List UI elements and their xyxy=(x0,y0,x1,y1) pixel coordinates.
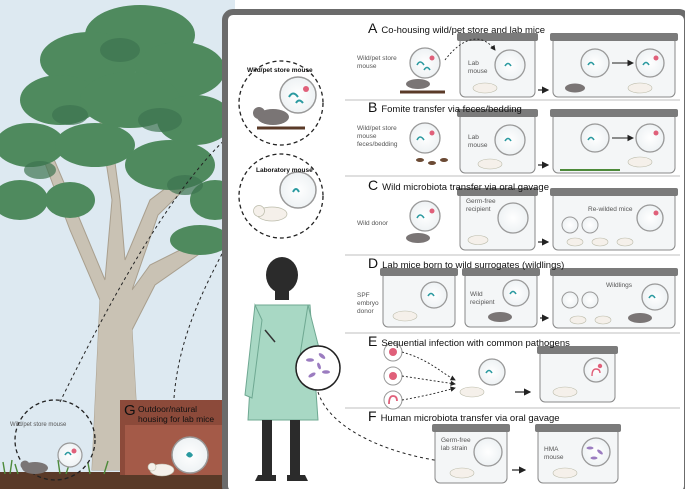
panel-b-graphics xyxy=(409,109,678,174)
panel-d-letter: D xyxy=(368,255,379,271)
panel-d-result-label: Wildlings xyxy=(606,282,633,289)
panel-e-graphics xyxy=(383,342,618,410)
panel-a-graphics xyxy=(400,33,678,98)
panel-d-graphics xyxy=(380,268,678,329)
scientist-to-panel-f-arrow xyxy=(317,391,449,465)
panel-b-source-label: Wild/pet store mouse feces/bedding xyxy=(357,125,398,148)
panel-f-result-label: HMA mouse xyxy=(544,446,564,461)
panel-a-letter: A xyxy=(368,20,378,36)
scientist-figure xyxy=(244,257,323,481)
panel-e-letter: E xyxy=(368,333,378,349)
panel-g-letter: G xyxy=(124,402,136,419)
panel-b-letter: B xyxy=(368,99,378,115)
panel-c-result-label: Re-wilded mice xyxy=(588,206,633,213)
magnifier-icon xyxy=(279,76,317,114)
bottom-wild-mouse-label: Wild/pet store mouse xyxy=(10,422,67,428)
wild-mouse-dashed-circle xyxy=(14,399,96,481)
panel-d-source-label: SPF embryo donor xyxy=(357,292,379,315)
magnifier-icon xyxy=(57,442,83,468)
panel-f-graphics xyxy=(432,424,621,484)
panel-g-title: Outdoor/natural housing for lab mice xyxy=(138,404,215,424)
panel-d-target-label: Wild recipient xyxy=(470,291,495,306)
wild-pet-store-mouse-label: Wild/pet store mouse xyxy=(247,67,313,74)
panel-f-target-label: Germ-free lab strain xyxy=(441,437,471,452)
tree xyxy=(0,5,240,471)
panel-a-target-label: Lab mouse xyxy=(468,60,488,75)
microbe-dish-circle xyxy=(295,345,341,391)
panel-c-letter: C xyxy=(368,177,379,193)
panel-separators xyxy=(345,99,680,409)
panel-c-source-label: Wild donor xyxy=(357,220,389,227)
panel-c-graphics xyxy=(406,188,678,251)
panel-a-source-label: Wild/pet store mouse xyxy=(357,55,397,70)
sign-to-lab-mouse-arrow xyxy=(173,204,249,399)
soil xyxy=(0,472,235,489)
panel-f-letter: F xyxy=(368,408,377,424)
laboratory-mouse-label: Laboratory mouse xyxy=(256,167,313,174)
panel-b-target-label: Lab mouse xyxy=(468,134,488,149)
panel-c-target-label: Germ-free recipient xyxy=(466,198,496,213)
